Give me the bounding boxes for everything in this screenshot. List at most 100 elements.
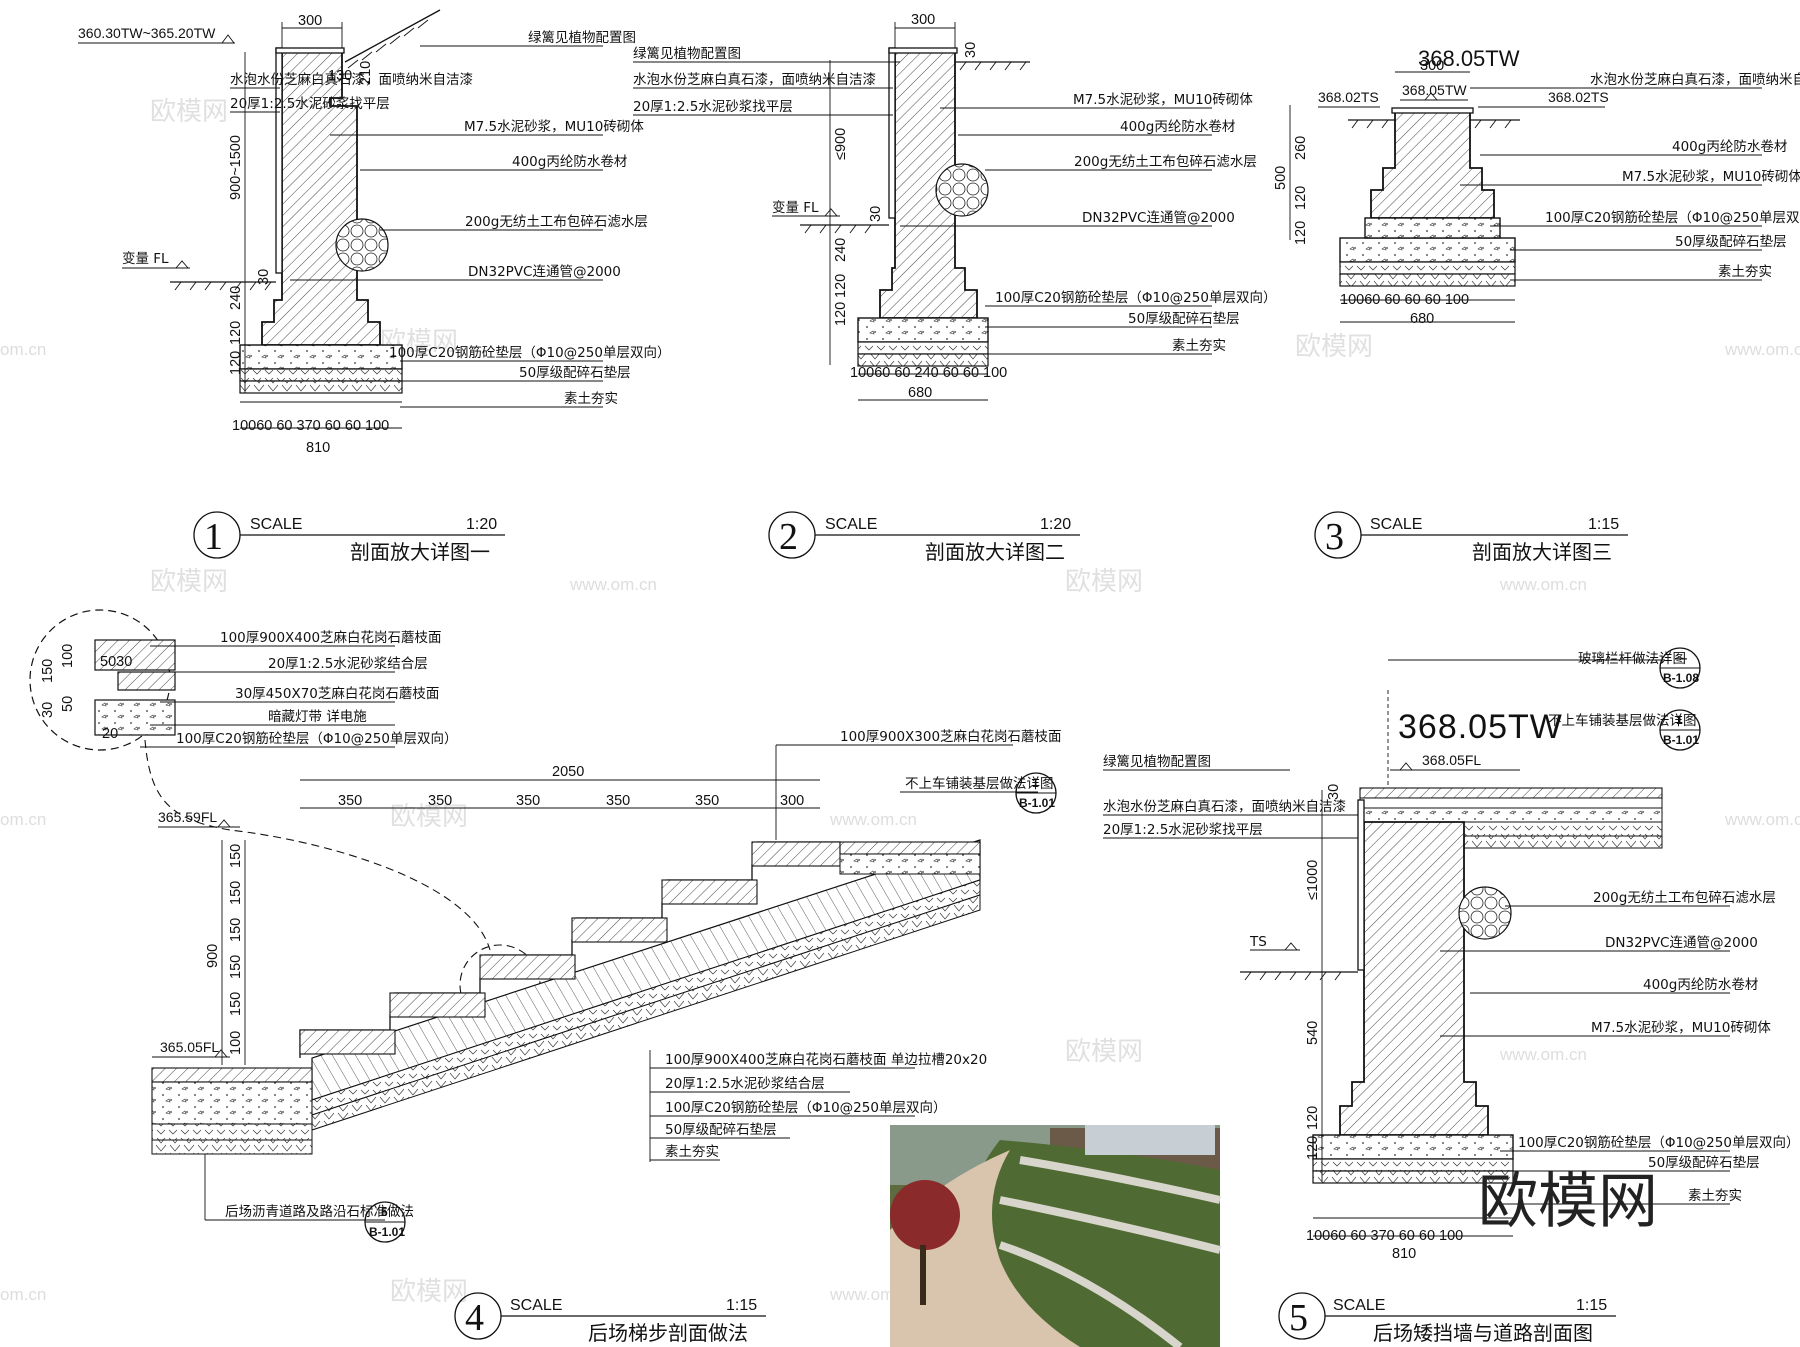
note: 100厚900X300芝麻白花岗石蘑枝面 [840,729,1062,745]
ref-num: — [1675,651,1687,665]
dim-30: 30 [963,42,979,58]
watermark-layer: 欧模网 欧模网 欧模网 欧模网 欧模网 欧模网 欧模网 欧模网 om.cn ww… [0,97,1800,1307]
dim-120: 120 [1293,221,1309,245]
scale-value: 1:20 [466,516,497,533]
dim-210: 210 [358,61,374,85]
note: 100厚900X400芝麻白花岗石蘑枝面 单边拉槽20x20 [665,1052,987,1068]
notes-detail-2: 绿篱见植物配置图 水泡水份芝麻白真石漆，面喷纳米自洁漆 20厚1:2.5水泥砂浆… [633,46,1276,355]
tread-dim: 350 [516,793,540,809]
note: 绿篱见植物配置图 [528,30,636,46]
note: 100厚C20钢筋砼垫层（Φ10@250单层双向） [389,344,670,361]
dim-top: 300 [911,12,935,28]
watermark-big: 欧模网 [1478,1167,1658,1237]
inset-dim-100: 100 [60,644,76,668]
title-number: 1 [204,516,223,558]
watermark-cn: 欧模网 [1295,332,1373,362]
note: 100厚C20钢筋砼垫层（Φ10@250单层双向） [1518,1134,1799,1151]
scale-label: SCALE [1333,1297,1385,1314]
fl-label: 变量 FL [772,200,819,216]
dim-30: 30 [1326,784,1342,800]
detail-title: 剖面放大详图三 [1472,540,1612,564]
inset-dim-30: 30 [40,702,56,718]
note: 水泡水份芝麻白真石漆，面喷纳米自洁漆 [1103,799,1346,815]
rise-dim: 150 [228,955,244,979]
tread-dim: 300 [780,793,804,809]
inset-dim-50: 50 [60,696,76,712]
dims-bottom: 10060 60 60 60 100 [1340,292,1469,308]
dims-bottom: 10060 60 370 60 60 100 [232,418,389,434]
elev-tw: 368.05TW [1402,82,1467,98]
elev-ts-right: 368.02TS [1548,89,1609,105]
elev-bottom: 365.05FL [160,1039,219,1055]
scale-value: 1:15 [1576,1297,1607,1314]
detail-title: 剖面放大详图二 [925,540,1065,564]
note: 100厚C20钢筋砼垫层（Φ10@250单层双向） [665,1099,946,1116]
dim-120: 120 [228,321,244,345]
watermark-url: om.cn [0,340,46,359]
dim-top: 300 [1420,58,1444,74]
note: 水泡水份芝麻白真石漆，面喷纳米自洁漆 [633,72,876,88]
detail-title: 剖面放大详图一 [350,540,490,564]
note: 50厚级配碎石垫层 [519,365,631,381]
reference-photo [890,1125,1221,1347]
rise-dim: 150 [228,881,244,905]
note: 素土夯实 [665,1144,719,1160]
note: 素土夯实 [564,391,618,407]
dim-500: 500 [1273,166,1289,190]
inset-dim-5030: 5030 [100,654,132,670]
scale-label: SCALE [1370,516,1422,533]
elev-big: 368.05TW [1398,708,1563,746]
title-number: 2 [779,516,798,558]
tread-dim: 350 [606,793,630,809]
dims-bottom: 10060 60 240 60 60 100 [850,365,1007,381]
note: M7.5水泥砂浆，MU10砖砌体 [1073,92,1253,108]
note: 50厚级配碎石垫层 [1648,1155,1760,1171]
dim-240: 240 [228,286,244,310]
note: 50厚级配碎石垫层 [665,1122,777,1138]
watermark-cn: 欧模网 [390,1277,468,1307]
dim-120: 120 [1305,1106,1321,1130]
dim-120: 120 [833,274,849,298]
dim-total: 810 [1392,1246,1416,1262]
note: 100厚C20钢筋砼垫层（Φ10@250单层双向） [176,730,457,747]
watermark-cn: 欧模网 [1065,567,1143,597]
watermark-url: om.cn [0,1285,46,1304]
note: 20厚1:2.5水泥砂浆找平层 [230,96,390,112]
dim-top: 300 [298,13,322,29]
watermark-url: www.om.cn [1499,1045,1587,1064]
dim-120: 120 [1293,186,1309,210]
note: 素土夯实 [1688,1188,1742,1204]
ref-text: 不上车铺装基层做法详图 [1548,712,1697,729]
scale-label: SCALE [825,516,877,533]
note: M7.5水泥砂浆，MU10砖砌体 [1591,1020,1771,1036]
dim-130: 130 [328,68,352,84]
note: 绿篱见植物配置图 [1103,754,1211,770]
note: 400g丙纶防水卷材 [1672,139,1787,155]
elev-ts-left: 368.02TS [1318,89,1379,105]
title-number: 3 [1325,516,1344,558]
note: 素土夯实 [1172,338,1226,354]
note: 水泡水份芝麻白真石漆，面喷纳米自洁漆 [230,72,473,88]
watermark-url: www.om.cn [569,575,657,594]
watermark-url: om.cn [0,810,46,829]
rise-dim: 150 [228,918,244,942]
tread-dim: 350 [695,793,719,809]
detail-1-section: 360.30TW~365.20TW 300 变量 FL 900~1500 240… [78,9,670,564]
notes-detail-5: 绿篱见植物配置图 水泡水份芝麻白真石漆，面喷纳米自洁漆 20厚1:2.5水泥砂浆… [1103,754,1799,1205]
rise-dim: 100 [228,1031,244,1055]
note: M7.5水泥砂浆，MU10砖砌体 [464,119,644,135]
note: 200g无纺土工布包碎石滤水层 [1074,154,1257,170]
scale-value: 1:15 [1588,516,1619,533]
watermark-cn: 欧模网 [150,97,228,127]
dim-120: 120 [1305,1136,1321,1160]
elev-top: 360.30TW~365.20TW [78,25,216,41]
note: DN32PVC连通管@2000 [1605,935,1758,951]
note: 400g丙纶防水卷材 [1643,977,1758,993]
dims-bottom: 10060 60 370 60 60 100 [1306,1228,1463,1244]
elev-fl: 368.05FL [1422,752,1481,768]
note: 素土夯实 [1718,264,1772,280]
watermark-url: www.om.cn [1499,575,1587,594]
dim-120: 120 [833,302,849,326]
scale-value: 1:20 [1040,516,1071,533]
dim-900: 900 [205,944,221,968]
